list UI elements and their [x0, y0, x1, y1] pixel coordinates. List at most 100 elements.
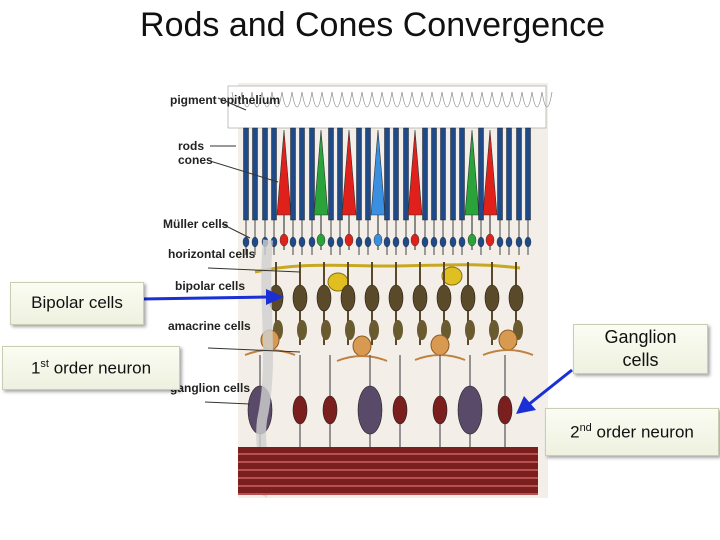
label-bipolar: bipolar cells: [175, 279, 245, 293]
second-order-text: 2nd order neuron: [570, 421, 694, 442]
ganglion-cell: [432, 395, 448, 425]
label-panel: [160, 83, 238, 498]
pigment-cell: [501, 91, 513, 108]
rod-cell: [337, 127, 343, 221]
pigment-cell: [381, 91, 393, 108]
amacrine-cell: [430, 334, 450, 356]
rod-cell: [506, 127, 512, 221]
bipolar-cell: [441, 320, 451, 340]
label-ganglion: ganglion cells: [170, 381, 250, 395]
pigment-cell: [391, 91, 403, 108]
bipolar-cell: [369, 320, 379, 340]
bipolar-cell: [388, 284, 404, 312]
label-amacrine: amacrine cells: [168, 319, 251, 333]
rod-cell: [262, 127, 268, 221]
ganglion-cell: [292, 395, 308, 425]
pigment-cell: [481, 91, 493, 108]
ganglion-cell: [497, 395, 513, 425]
label-pigment: pigment epithelium: [170, 93, 280, 107]
bipolar-cell: [465, 320, 475, 340]
pigment-cell: [301, 91, 313, 108]
pigment-cell: [291, 91, 303, 108]
rod-cell: [356, 127, 362, 221]
pigment-cell: [401, 91, 413, 108]
callout-arrows: [141, 289, 573, 414]
pigment-cell: [421, 91, 433, 108]
bipolar-cell: [345, 320, 355, 340]
amacrine-cell: [352, 335, 372, 357]
label-horizontal: horizontal cells: [168, 247, 256, 261]
pigment-cell: [411, 91, 423, 108]
ganglion-cell: [357, 385, 383, 435]
ganglion-cell: [457, 385, 483, 435]
rod-cell: [403, 127, 409, 221]
pigment-cell: [241, 91, 253, 108]
bipolar-cell: [292, 284, 308, 312]
slide-title: Rods and Cones Convergence: [140, 6, 605, 44]
rod-cell: [393, 127, 399, 221]
pigment-cell: [461, 91, 473, 108]
bipolar-cell: [340, 284, 356, 312]
rod-cell: [290, 127, 296, 221]
label-rods: rods: [178, 139, 204, 153]
rod-cell: [459, 127, 465, 221]
rod-cell: [440, 127, 446, 221]
bipolar-cell: [412, 284, 428, 312]
ganglion-cell: [392, 395, 408, 425]
bipolar-cell: [297, 320, 307, 340]
label-muller: Müller cells: [163, 217, 229, 231]
rod-cell: [243, 127, 249, 221]
rod-cell: [328, 127, 334, 221]
rod-cell: [309, 127, 315, 221]
ganglion-callout-text: Ganglion cells: [604, 326, 677, 370]
label-cones: cones: [178, 153, 213, 167]
pigment-cell: [451, 91, 463, 108]
figure-labels: pigment epithelium rods cones Müller cel…: [163, 93, 280, 395]
label-leaders: [204, 97, 301, 405]
pigment-cell: [331, 91, 343, 108]
pigment-cell: [341, 91, 353, 108]
rod-cell: [271, 127, 277, 221]
photoreceptor-layer: [242, 127, 532, 255]
pigment-cell: [371, 91, 383, 108]
pigment-cell: [541, 91, 553, 108]
rod-cell: [365, 127, 371, 221]
bipolar-cell: [489, 320, 499, 340]
bipolar-cell: [321, 320, 331, 340]
pigment-cell: [311, 91, 323, 108]
pigment-cell: [491, 91, 503, 108]
bipolar-callout: Bipolar cells: [10, 282, 144, 325]
bipolar-callout-text: Bipolar cells: [31, 293, 123, 313]
bipolar-cell: [508, 284, 524, 312]
rod-cell: [516, 127, 522, 221]
bipolar-cell: [460, 284, 476, 312]
pigment-cell: [351, 91, 363, 108]
rod-cell: [497, 127, 503, 221]
bipolar-cell: [393, 320, 403, 340]
pigment-epithelium: [227, 85, 553, 129]
pigment-cell: [361, 91, 373, 108]
horizontal-cells: [254, 263, 521, 292]
bipolar-cell: [316, 284, 332, 312]
rod-cell: [450, 127, 456, 221]
pigment-cell: [281, 91, 293, 108]
second-order-callout: 2nd order neuron: [545, 408, 719, 456]
rod-cell: [478, 127, 484, 221]
bipolar-cell: [417, 320, 427, 340]
nerve-fiber-layer: [238, 447, 538, 495]
pigment-cell: [441, 91, 453, 108]
rod-cell: [525, 127, 531, 221]
pigment-cell: [471, 91, 483, 108]
rod-cell: [299, 127, 305, 221]
bipolar-cell: [484, 284, 500, 312]
bipolar-cell: [436, 284, 452, 312]
pigment-cell: [231, 91, 243, 108]
pigment-cell: [431, 91, 443, 108]
bipolar-cell: [364, 284, 380, 312]
first-order-callout: 1st order neuron: [2, 346, 180, 390]
pigment-cell: [251, 91, 263, 108]
pigment-cell: [321, 91, 333, 108]
first-order-text: 1st order neuron: [30, 357, 152, 378]
pigment-cell: [271, 91, 283, 108]
